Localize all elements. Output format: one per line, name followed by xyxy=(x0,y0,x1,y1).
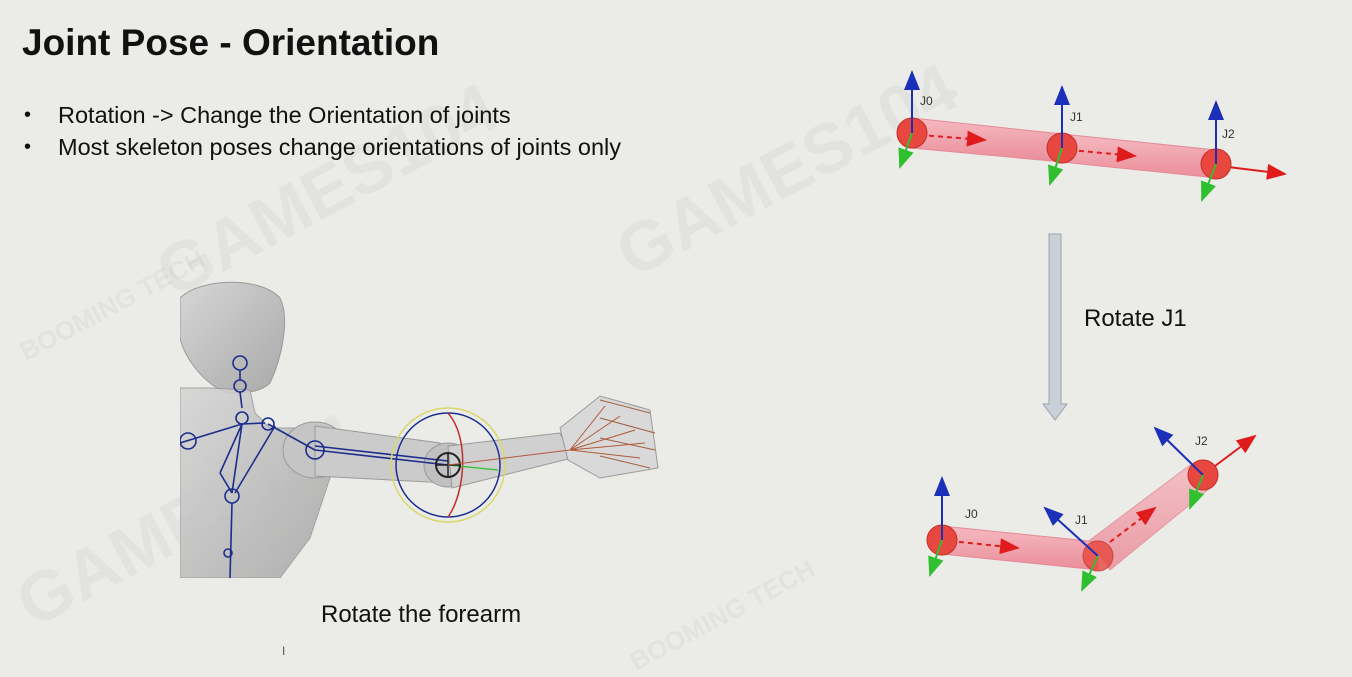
bullet-item: Rotation -> Change the Orientation of jo… xyxy=(24,100,621,132)
mannequin-figure xyxy=(180,281,659,578)
slide-title: Joint Pose - Orientation xyxy=(22,22,440,63)
joint-label: J0 xyxy=(920,94,933,108)
joint-label: J1 xyxy=(1075,513,1088,527)
joint-chain-straight: J0 J1 J2 xyxy=(896,70,1287,202)
down-arrow-icon xyxy=(1042,233,1068,421)
figure-caption: Rotate the forearm xyxy=(321,601,522,628)
joint-label: J2 xyxy=(1222,127,1235,141)
mouse-cursor-icon: I xyxy=(282,644,286,658)
joint-label: J0 xyxy=(965,507,978,521)
joint-label: J2 xyxy=(1195,434,1208,448)
joint-label: J1 xyxy=(1070,110,1083,124)
bullet-item: Most skeleton poses change orientations … xyxy=(24,132,621,164)
bullet-list: Rotation -> Change the Orientation of jo… xyxy=(24,100,621,164)
rotate-label: Rotate J1 xyxy=(1084,305,1187,332)
joint-chain-rotated: J0 J1 J2 xyxy=(926,426,1257,592)
